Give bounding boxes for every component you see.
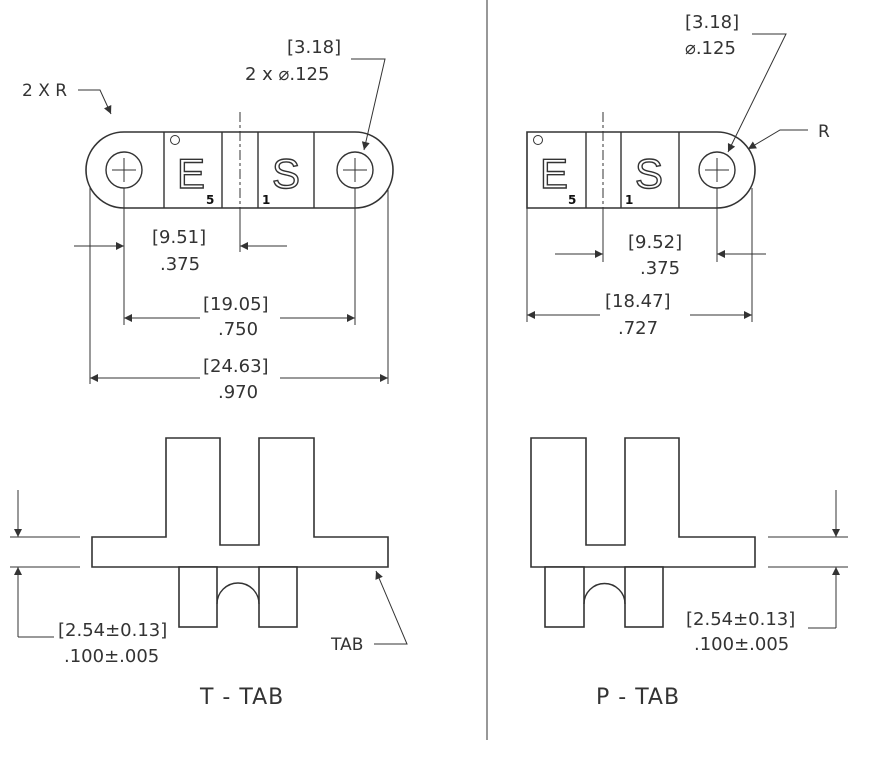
pin-number-1: 1 [262,193,270,207]
p-tab-title: P - TAB [596,685,680,710]
p-tab-hole-dim-in: ⌀.125 [685,38,736,59]
p-tab-thickness-in: .100±.005 [694,634,789,655]
letter-e: E [540,150,568,197]
p-tab-hole-dim-mm: [3.18] [685,12,739,33]
letter-s: S [635,150,663,197]
t-tab-overall-in: .970 [218,382,258,403]
t-tab-overall-mm: [24.63] [203,356,269,377]
letter-e: E [177,150,205,197]
p-tab-side-view [530,437,756,628]
t-tab-span-mm: [19.05] [203,294,269,315]
pin-number-5: 5 [206,193,214,207]
pin-number-1: 1 [625,193,633,207]
p-tab-overall-in: .727 [618,318,658,339]
t-tab-title: T - TAB [199,685,284,710]
t-tab-hole-dim-mm: [3.18] [287,37,341,58]
t-tab-hole-dim-in: 2 x ⌀.125 [245,64,329,85]
orientation-dot [533,135,543,145]
t-tab-thickness-in: .100±.005 [64,646,159,667]
p-tab-pitch-in: .375 [640,258,680,279]
p-tab-radius-note: R [818,122,830,142]
t-tab-span-in: .750 [218,319,258,340]
t-tab-tab-label: TAB [330,635,363,655]
p-tab-pitch-mm: [9.52] [628,232,682,253]
t-tab-pitch-mm: [9.51] [152,227,206,248]
pin-number-5: 5 [568,193,576,207]
t-tab-side-view [91,437,389,628]
orientation-dot [170,135,180,145]
letter-s: S [272,150,300,197]
p-tab-thickness-mm: [2.54±0.13] [686,609,795,630]
t-tab-radius-note: 2 X R [22,81,67,101]
p-tab-outline [526,131,756,209]
t-tab-thickness-mm: [2.54±0.13] [58,620,167,641]
t-tab-top-view: E S 5 1 [85,112,394,212]
p-tab-overall-mm: [18.47] [605,291,671,312]
t-tab-pitch-in: .375 [160,254,200,275]
p-tab-top-view: E S 5 1 [526,112,756,212]
